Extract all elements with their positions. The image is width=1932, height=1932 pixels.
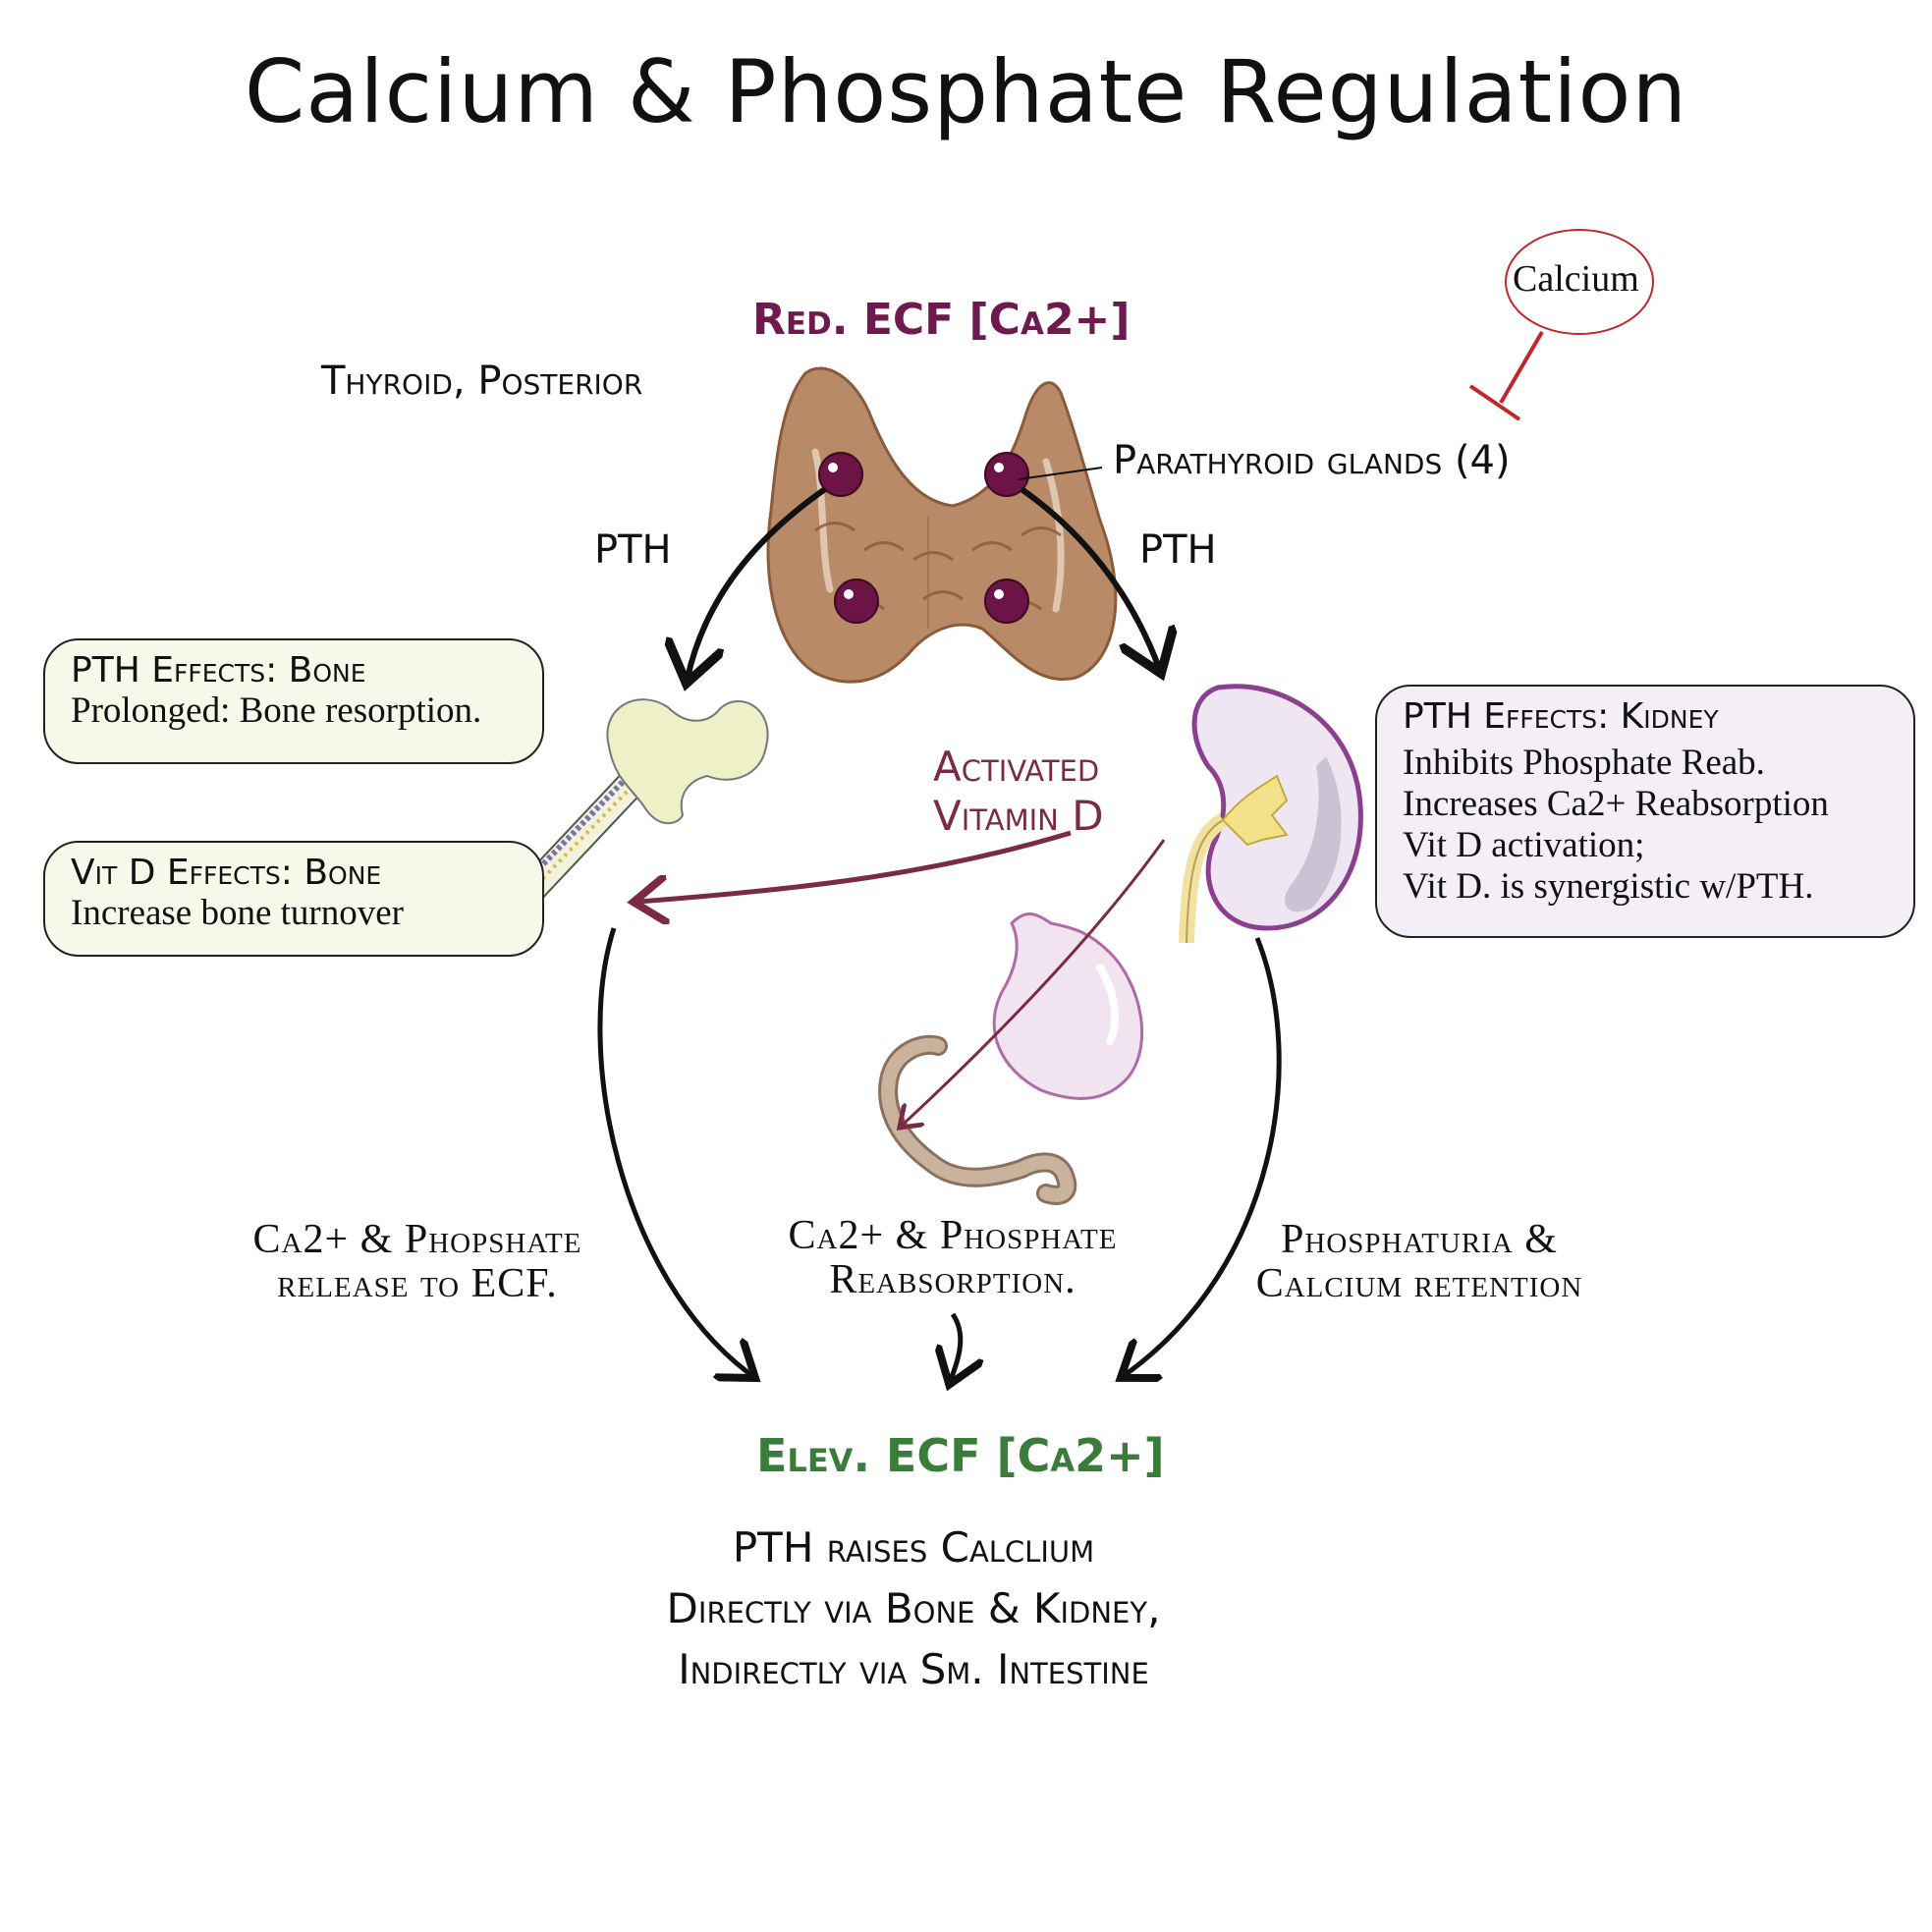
bone-outcome-label: Ca2+ & Phopshate release to ECF.: [211, 1218, 624, 1306]
intestine-to-ecf-arrow: [951, 1312, 961, 1380]
elevated-ecf-label: Elev. ECF [Ca2+]: [756, 1429, 1165, 1482]
reduced-ecf-label: Red. ECF [Ca2+]: [752, 295, 1131, 345]
calcium-inhibitor-label: Calcium: [1513, 258, 1639, 300]
kidney-heading: PTH Effects: Kidney: [1403, 696, 1719, 737]
vitd-bone-heading: Vit D Effects: Bone: [71, 853, 382, 893]
bone-to-ecf-arrow: [597, 927, 751, 1375]
thyroid-label: Thyroid, Posterior: [321, 359, 643, 404]
pth-arrow-to-bone: [688, 486, 827, 678]
kidney-line-1: Inhibits Phosphate Reab.: [1403, 743, 1765, 783]
vitd-bone-effects-box: Vit D Effects: Bone Increase bone turnov…: [43, 841, 544, 957]
summary-line-2: Directly via Bone & Kidney,: [666, 1584, 1161, 1632]
pth-label-right: PTH: [1139, 527, 1217, 573]
kidney-illustration: [1179, 684, 1363, 944]
vitd-bone-line: Increase bone turnover: [71, 893, 404, 933]
pth-bone-effects-box: PTH Effects: Bone Prolonged: Bone resorp…: [43, 638, 544, 764]
intestine-outcome-label: Ca2+ & Phosphate Reabsorption.: [746, 1214, 1159, 1302]
vitamin-d-label: Activated Vitamin D: [933, 743, 1104, 841]
summary-line-1: PTH raises Calclium: [732, 1523, 1095, 1572]
parathyroid-glands: [818, 452, 1029, 624]
bone-outcome-line2: release to ECF.: [277, 1261, 558, 1306]
vitamin-d-line2: Vitamin D: [933, 792, 1104, 840]
vitamin-d-line1: Activated: [933, 743, 1100, 791]
stomach-intestine-illustration: [878, 912, 1144, 1205]
vitd-arrow-to-intestine: [902, 839, 1166, 1126]
kidney-outcome-label: Phosphaturia & Calcium retention: [1203, 1218, 1635, 1306]
kidney-line-4: Vit D. is synergistic w/PTH.: [1403, 866, 1814, 907]
parathyroid-label: Parathyroid glands (4): [1113, 438, 1511, 483]
kidney-to-ecf-arrow: [1125, 937, 1282, 1375]
pth-arrow-to-kidney: [1020, 486, 1159, 668]
kidney-line-3: Vit D activation;: [1403, 825, 1645, 865]
pth-kidney-effects-box: PTH Effects: Kidney Inhibits Phosphate R…: [1375, 685, 1915, 938]
pth-bone-line: Prolonged: Bone resorption.: [71, 690, 482, 731]
intestine-outcome-line2: Reabsorption.: [829, 1257, 1076, 1302]
kidney-line-2: Increases Ca2+ Reabsorption: [1403, 784, 1829, 824]
intestine-outcome-line1: Ca2+ & Phosphate: [788, 1213, 1118, 1258]
summary-text: PTH raises Calclium Directly via Bone & …: [471, 1518, 1355, 1700]
calcium-inhibition: [1468, 229, 1654, 421]
kidney-outcome-line2: Calcium retention: [1255, 1261, 1583, 1306]
parathyroid-leader: [1018, 467, 1103, 480]
vitd-arrow-to-bone: [638, 830, 1072, 902]
summary-line-3: Indirectly via Sm. Intestine: [678, 1645, 1149, 1693]
pth-bone-heading: PTH Effects: Bone: [71, 650, 366, 690]
pth-label-left: PTH: [594, 527, 672, 573]
page-title: Calcium & Phosphate Regulation: [244, 41, 1688, 142]
kidney-outcome-line1: Phosphaturia &: [1281, 1217, 1558, 1262]
bone-outcome-line1: Ca2+ & Phopshate: [252, 1217, 582, 1262]
